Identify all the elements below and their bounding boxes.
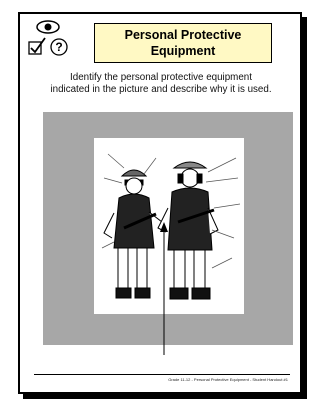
footer-rule: [34, 374, 290, 375]
footer-text: Grade 11-12 - Personal Protective Equipm…: [168, 377, 288, 382]
